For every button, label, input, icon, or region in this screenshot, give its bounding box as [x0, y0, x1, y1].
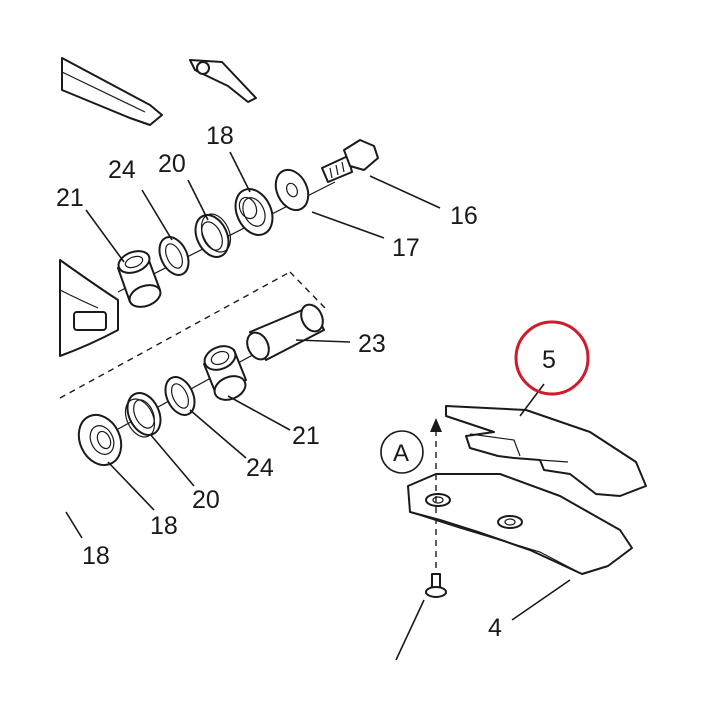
- handle-fragment-top: [61, 57, 257, 126]
- leader-lines-left: [65, 151, 441, 539]
- callout-23: 23: [358, 330, 386, 358]
- bushing-21-mid: [203, 345, 247, 401]
- assembly-arrow: [430, 418, 442, 590]
- dashed-boundary-right: [289, 271, 326, 309]
- callout-20-top: 20: [158, 150, 186, 178]
- highlight-circle: [514, 320, 590, 396]
- callout-18-top: 18: [206, 122, 234, 150]
- callout-18-left: 18: [82, 542, 110, 570]
- sleeve-23: [246, 303, 325, 361]
- arm-body: [59, 259, 119, 357]
- callout-18-bottom: 18: [150, 512, 178, 540]
- callout-21-top: 21: [56, 184, 84, 212]
- leader-lines-right: [395, 383, 571, 661]
- callout-17: 17: [392, 234, 420, 262]
- callout-4: 4: [488, 614, 502, 642]
- washer-24-mid: [164, 376, 196, 416]
- callout-16: 16: [450, 202, 478, 230]
- callout-24-mid: 24: [246, 454, 274, 482]
- bushing-21-top: [117, 250, 162, 308]
- callout-24-top: 24: [108, 156, 136, 184]
- view-a-label: A: [393, 440, 409, 467]
- washer-17: [274, 168, 310, 212]
- callout-20-bottom: 20: [192, 486, 220, 514]
- blade-4: [407, 473, 633, 575]
- washer-24-top: [158, 236, 190, 276]
- ring-20-top: [194, 213, 232, 258]
- ring-20-bottom: [124, 392, 162, 438]
- bearing-18-top: [234, 188, 274, 236]
- view-a-circle: [380, 430, 424, 474]
- callout-21-mid: 21: [292, 422, 320, 450]
- bolt-16: [321, 139, 379, 183]
- blade-5: [445, 405, 647, 497]
- bearing-18-bottom: [77, 413, 123, 467]
- blade-screw: [425, 573, 447, 598]
- callout-5: 5: [542, 346, 556, 374]
